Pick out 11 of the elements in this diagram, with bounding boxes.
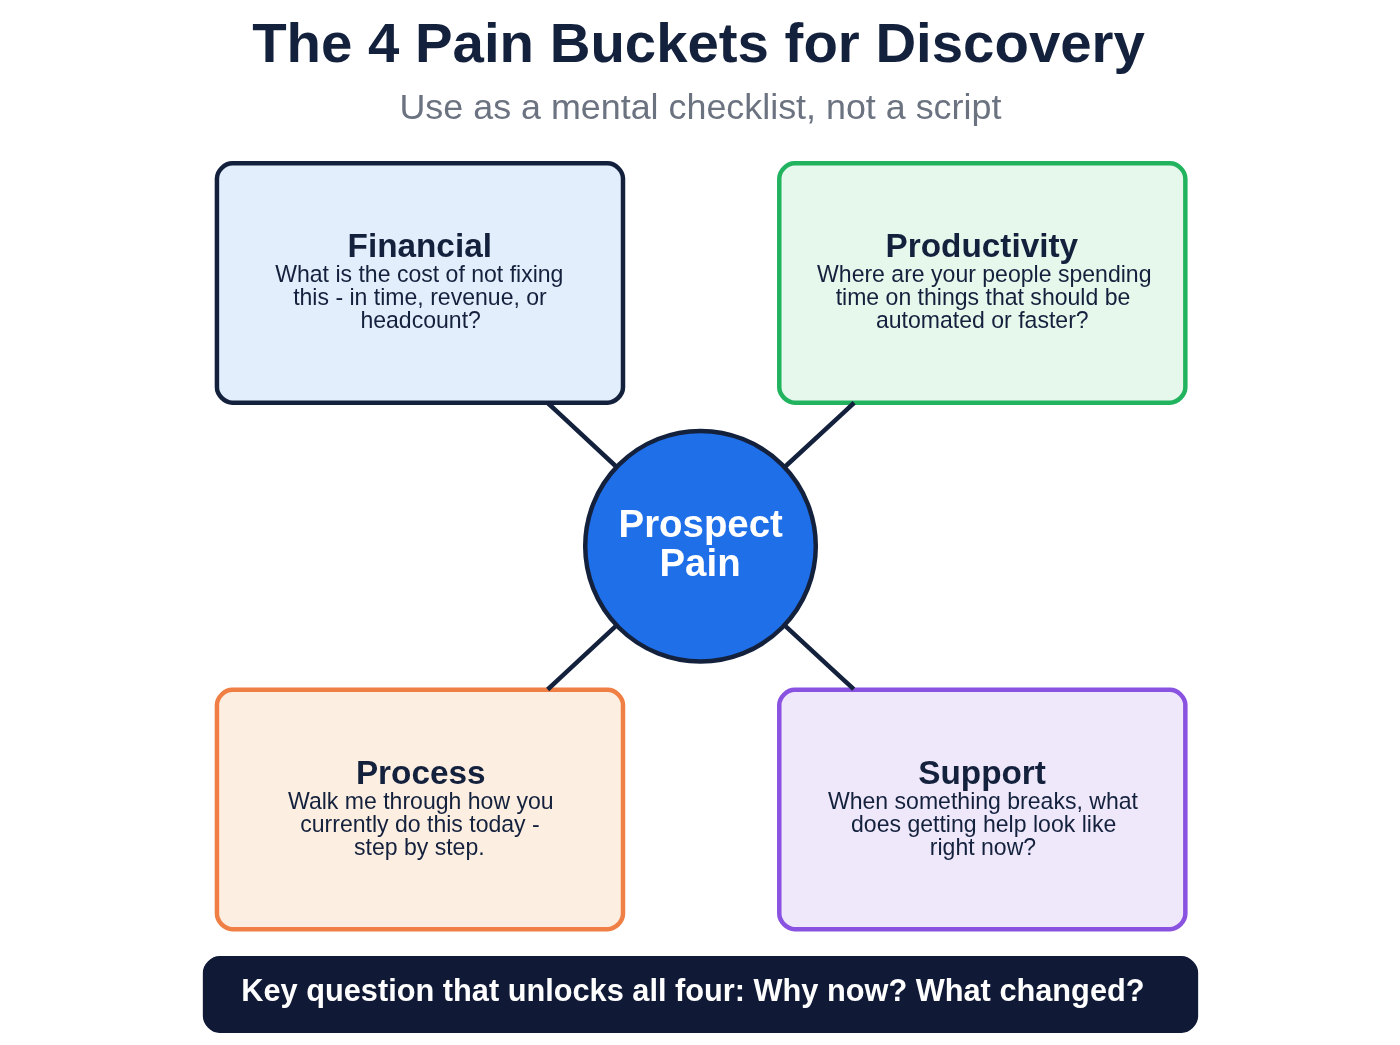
connector xyxy=(545,624,618,692)
connector xyxy=(782,623,855,691)
label: Use as a mental checklist, not a script xyxy=(398,86,1001,127)
diagram-title: The 4 Pain Buckets for Discovery xyxy=(251,11,1145,75)
node-box: Process Walk me through how you currently do this today - step by step. xyxy=(214,687,625,932)
connector xyxy=(782,401,856,469)
node-circle: Prospect Pain xyxy=(582,428,818,664)
node-box: Support When something breaks, what does getting help look like right now? xyxy=(776,687,1188,932)
node-box: Productivity Where are your people spending time on things that should be automated or faster? xyxy=(776,160,1188,405)
node-box: Financial What is the cost of not fixing this - in time, revenue, or headcount? xyxy=(214,160,625,405)
node-box: Key question that unlocks all four: Why now? What changed? xyxy=(202,956,1198,1033)
